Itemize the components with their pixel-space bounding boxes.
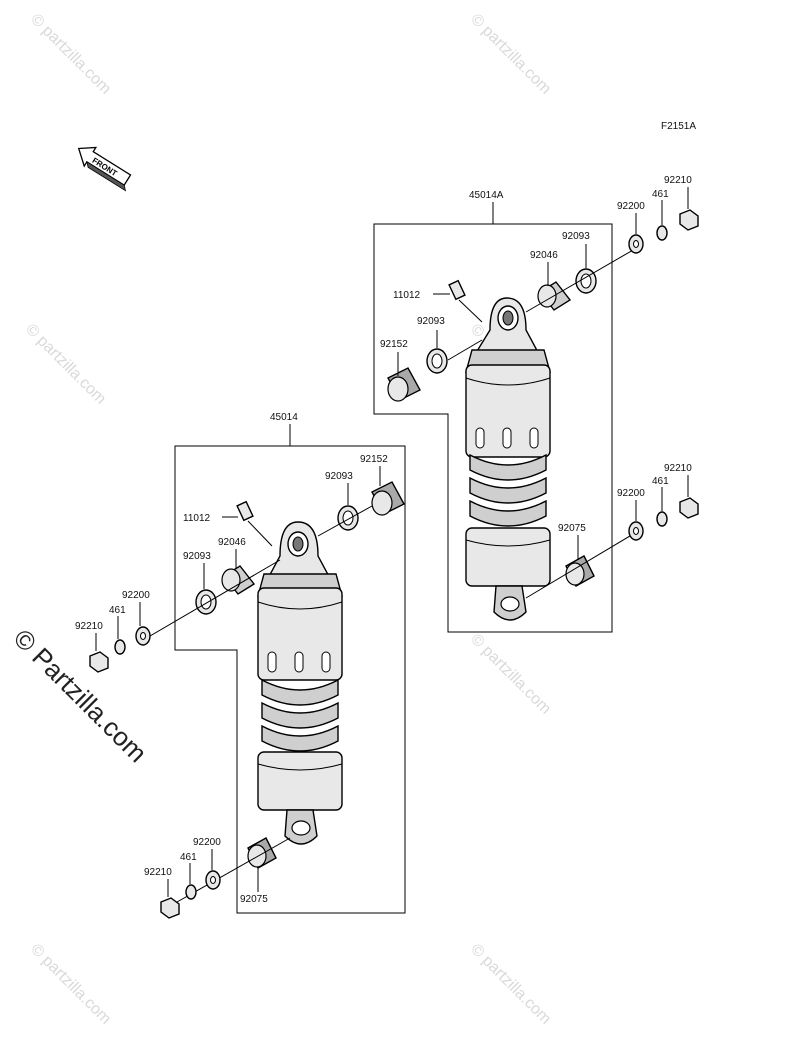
upper-label-92093-outer: 92093 bbox=[562, 231, 590, 242]
grease-nipple-11012 bbox=[448, 279, 466, 301]
spring-washer-461-bottom bbox=[185, 884, 197, 900]
upper-label-92152: 92152 bbox=[380, 339, 408, 350]
spring-washer-461-top bbox=[114, 639, 126, 655]
watermark-small: © partzilla.com bbox=[467, 941, 554, 1028]
nut-92210-bottom bbox=[160, 897, 180, 919]
diagram-code: F2151A bbox=[661, 121, 696, 132]
watermark-large: © Partzilla.com bbox=[8, 623, 153, 768]
nut-92210-bottom bbox=[679, 497, 699, 519]
lower-label-11012: 11012 bbox=[183, 513, 211, 524]
lower-label-92200-top: 92200 bbox=[122, 590, 150, 601]
lower-assembly: 45014 92152 bbox=[75, 412, 406, 919]
lower-label-92093-right: 92093 bbox=[325, 471, 353, 482]
lower-assembly-bracket bbox=[174, 445, 406, 914]
watermark-small: © partzilla.com bbox=[27, 941, 114, 1028]
upper-shock-absorber bbox=[465, 297, 551, 621]
lower-label-461-top: 461 bbox=[109, 605, 126, 616]
watermark-small: © partzilla.com bbox=[467, 11, 554, 98]
watermark-small: © partzilla.com bbox=[467, 631, 554, 718]
upper-label-92200-top: 92200 bbox=[617, 201, 645, 212]
spring-washer-461-bottom bbox=[656, 511, 668, 527]
nut-92210-top bbox=[89, 651, 109, 673]
front-arrow-icon: FRONT bbox=[77, 146, 132, 192]
upper-label-11012: 11012 bbox=[393, 290, 421, 301]
lower-label-92210-bottom: 92210 bbox=[144, 867, 172, 878]
upper-assembly: 45014A bbox=[373, 175, 699, 633]
lower-label-92075: 92075 bbox=[240, 894, 268, 905]
upper-label-461-bottom: 461 bbox=[652, 476, 669, 487]
lower-label-461-bottom: 461 bbox=[180, 852, 197, 863]
nut-92210-top bbox=[679, 209, 699, 231]
upper-label-92046: 92046 bbox=[530, 250, 558, 261]
upper-assembly-bracket bbox=[373, 223, 613, 633]
lower-label-92210-top: 92210 bbox=[75, 621, 103, 632]
lower-label-92152: 92152 bbox=[360, 454, 388, 465]
watermark-small: © partzilla.com bbox=[22, 321, 109, 408]
upper-hardware: 11012 92093 92152 92046 92093 bbox=[380, 175, 699, 599]
upper-label-92210-bottom: 92210 bbox=[664, 463, 692, 474]
lower-label-92200-bottom: 92200 bbox=[193, 837, 221, 848]
lower-assembly-label: 45014 bbox=[270, 412, 298, 423]
upper-assembly-label: 45014A bbox=[469, 190, 504, 201]
lower-label-92046: 92046 bbox=[218, 537, 246, 548]
grease-nipple-11012 bbox=[236, 500, 254, 522]
upper-label-461-top: 461 bbox=[652, 189, 669, 200]
watermark-small: © partzilla.com bbox=[27, 11, 114, 98]
upper-label-92210-top: 92210 bbox=[664, 175, 692, 186]
upper-label-92200-bottom: 92200 bbox=[617, 488, 645, 499]
lower-hardware: 92152 92093 11012 92046 92093 bbox=[75, 454, 405, 919]
upper-label-92093-inner: 92093 bbox=[417, 316, 445, 327]
lower-label-92093-left: 92093 bbox=[183, 551, 211, 562]
upper-label-92075: 92075 bbox=[558, 523, 586, 534]
lower-shock-absorber bbox=[257, 521, 343, 845]
spring-washer-461-top bbox=[656, 225, 668, 241]
